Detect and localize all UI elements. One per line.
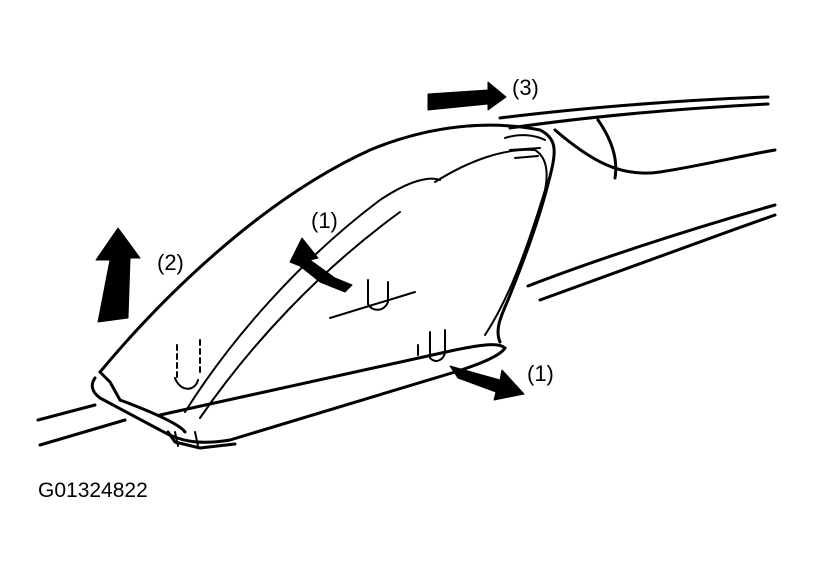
arrow-step-1-upper	[289, 237, 353, 293]
rail-base	[36, 403, 127, 447]
end-cover	[90, 123, 556, 450]
arrow-step-3	[427, 81, 507, 111]
arrow-step-1-lower	[449, 365, 525, 401]
roof-rail	[498, 95, 777, 302]
callout-step-2: (2)	[157, 250, 184, 275]
callout-step-3: (3)	[512, 75, 539, 100]
callout-step-1-lower: (1)	[527, 361, 554, 386]
figure-code: G01324822	[38, 479, 148, 502]
arrow-step-2	[95, 227, 141, 323]
callout-step-1-upper: (1)	[311, 208, 338, 233]
